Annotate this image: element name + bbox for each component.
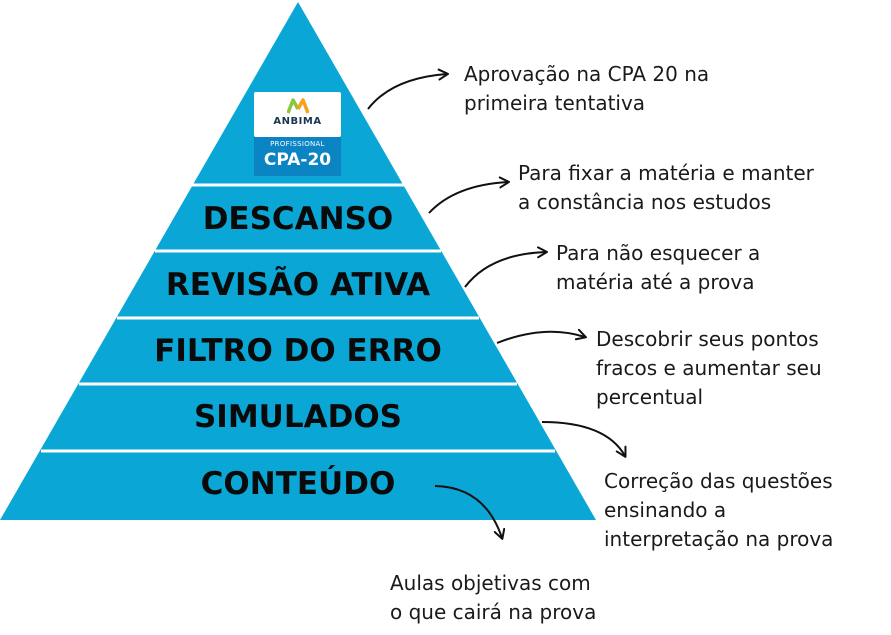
annotation-line: interpretação na prova xyxy=(604,527,834,551)
pyramid-shape xyxy=(0,2,596,520)
annotation-line: matéria até a prova xyxy=(556,270,755,294)
annotation-simulados: Correção das questões ensinando a interp… xyxy=(604,467,833,554)
annotation-line: fracos e aumentar seu xyxy=(596,356,822,380)
curved-arrow-icon xyxy=(496,328,587,344)
annotation-line: Correção das questões xyxy=(604,469,833,493)
badge-brand: ANBIMA xyxy=(273,116,322,127)
anbima-logo-icon xyxy=(287,98,309,114)
annotation-line: o que cairá na prova xyxy=(390,600,597,624)
layer-label-conteudo: CONTEÚDO xyxy=(201,465,396,502)
curved-arrow-icon xyxy=(541,421,627,458)
badge-certification: CPA-20 xyxy=(263,150,332,170)
annotation-descanso: Para fixar a matéria e manter a constânc… xyxy=(518,159,814,217)
annotation-line: Para não esquecer a xyxy=(556,241,761,265)
cpa20-badge: PROFISSIONAL CPA-20 xyxy=(254,137,341,176)
annotation-line: Aprovação na CPA 20 na xyxy=(464,62,710,86)
annotation-conteudo: Aulas objetivas com o que cairá na prova xyxy=(390,569,596,627)
annotation-filtro-do-erro: Descobrir seus pontos fracos e aumentar … xyxy=(596,325,822,412)
curved-arrow-icon xyxy=(428,176,510,214)
layer-label-revisao-ativa: REVISÃO ATIVA xyxy=(166,266,430,303)
annotation-line: primeira tentativa xyxy=(464,91,646,115)
annotation-line: ensinando a xyxy=(604,498,727,522)
annotation-line: percentual xyxy=(596,385,704,409)
layer-label-simulados: SIMULADOS xyxy=(194,399,402,435)
annotation-line: Para fixar a matéria e manter xyxy=(518,161,814,185)
annotation-line: a constância nos estudos xyxy=(518,190,772,214)
curved-arrow-icon xyxy=(367,68,449,110)
annotation-revisao-ativa: Para não esquecer a matéria até a prova xyxy=(556,239,760,297)
annotation-line: Aulas objetivas com xyxy=(390,571,591,595)
anbima-badge: ANBIMA xyxy=(254,92,341,137)
curved-arrow-icon xyxy=(434,485,506,540)
annotation-line: Descobrir seus pontos xyxy=(596,327,819,351)
badge-subtitle: PROFISSIONAL xyxy=(270,140,325,148)
curved-arrow-icon xyxy=(464,246,548,288)
annotation-approval: Aprovação na CPA 20 na primeira tentativ… xyxy=(464,60,709,118)
layer-label-descanso: DESCANSO xyxy=(203,201,394,237)
layer-label-filtro-do-erro: FILTRO DO ERRO xyxy=(154,333,442,369)
